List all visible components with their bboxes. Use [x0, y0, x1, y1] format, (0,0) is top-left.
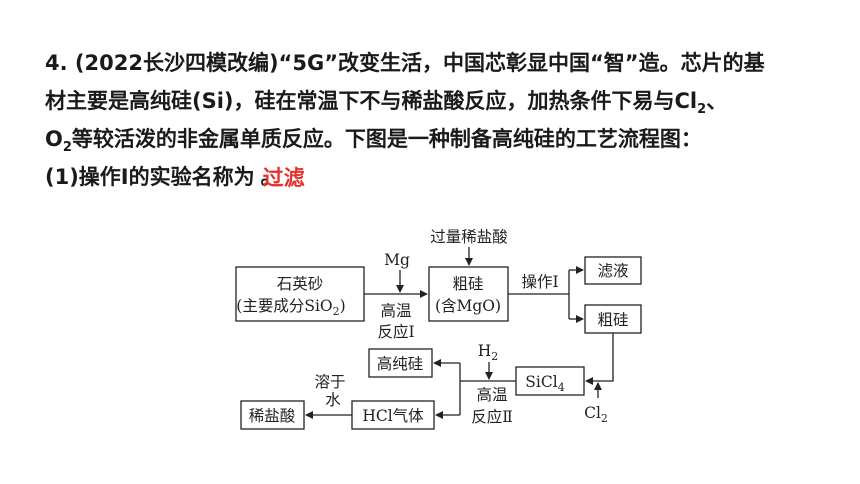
crude-si-mgo-label-2: (含MgO)	[435, 297, 501, 315]
question-line-1: 4. (2022长沙四模改编)“5G”改变生活，中国芯彰显中国“智”造。芯片的基	[45, 48, 765, 78]
sub-question-1: (1)操作I的实验名称为	[45, 165, 255, 189]
reaction-2-label: 反应Ⅱ	[471, 407, 513, 426]
h2-label: H2	[478, 342, 499, 363]
hcl-gas-label: HCl气体	[362, 407, 424, 425]
dilute-hcl-label: 稀盐酸	[249, 407, 296, 425]
high-temp-label-2: 高温	[476, 386, 507, 404]
arrow-crude-to-sicl4	[585, 333, 614, 385]
dilute-hcl-box	[240, 400, 305, 430]
hcl-gas-box	[351, 400, 435, 430]
quartz-label-1: 石英砂	[277, 275, 324, 293]
reaction-1-label: 反应Ⅰ	[377, 322, 414, 341]
mg-label: Mg	[384, 251, 410, 269]
crude-si-mgo-box	[428, 266, 509, 322]
cl2-label: Cl2	[584, 404, 608, 425]
question-line-1-text: 4. (2022长沙四模改编)“5G”改变生活，中国芯彰显中国“智”造。芯片的基	[45, 51, 765, 75]
sub-question-1-end: 。	[260, 165, 282, 189]
operation-1-label: 操作Ⅰ	[521, 273, 558, 291]
filtrate-box	[584, 256, 642, 285]
filtrate-label: 滤液	[597, 262, 628, 280]
dissolve-label-2: 水	[325, 391, 341, 409]
o2-symbol: O	[45, 127, 63, 151]
sicl4-label: SiCl4	[525, 373, 564, 394]
quartz-sand-box	[235, 266, 365, 322]
pure-si-label: 高纯硅	[377, 355, 424, 373]
question-line-2: 材主要是高纯硅(Si)，硅在常温下不与稀盐酸反应，加热条件下易与Cl2、	[45, 86, 727, 125]
cl2-subscript: 2	[697, 102, 707, 117]
question-line-3-text: 等较活泼的非金属单质反应。下图是一种制备高纯硅的工艺流程图：	[71, 127, 702, 151]
o2-subscript: 2	[62, 140, 72, 155]
excess-hcl-label: 过量稀盐酸	[430, 228, 508, 246]
question-line-4: (1)操作I的实验名称为过滤。	[45, 162, 305, 196]
answer-text: 过滤	[262, 166, 305, 190]
high-temp-label-1: 高温	[380, 302, 411, 320]
pure-si-box	[368, 348, 433, 378]
dissolve-label-1: 溶于	[314, 373, 345, 391]
question-line-3: O2等较活泼的非金属单质反应。下图是一种制备高纯硅的工艺流程图：	[45, 124, 702, 163]
question-line-2-end: 、	[706, 89, 728, 113]
crude-si-mgo-label-1: 粗硅	[452, 275, 483, 293]
crude-si-label: 粗硅	[597, 311, 628, 329]
question-line-2-text: 材主要是高纯硅(Si)，硅在常温下不与稀盐酸反应，加热条件下易与Cl	[45, 89, 698, 113]
quartz-label-2: (主要成分SiO2)	[236, 297, 345, 318]
